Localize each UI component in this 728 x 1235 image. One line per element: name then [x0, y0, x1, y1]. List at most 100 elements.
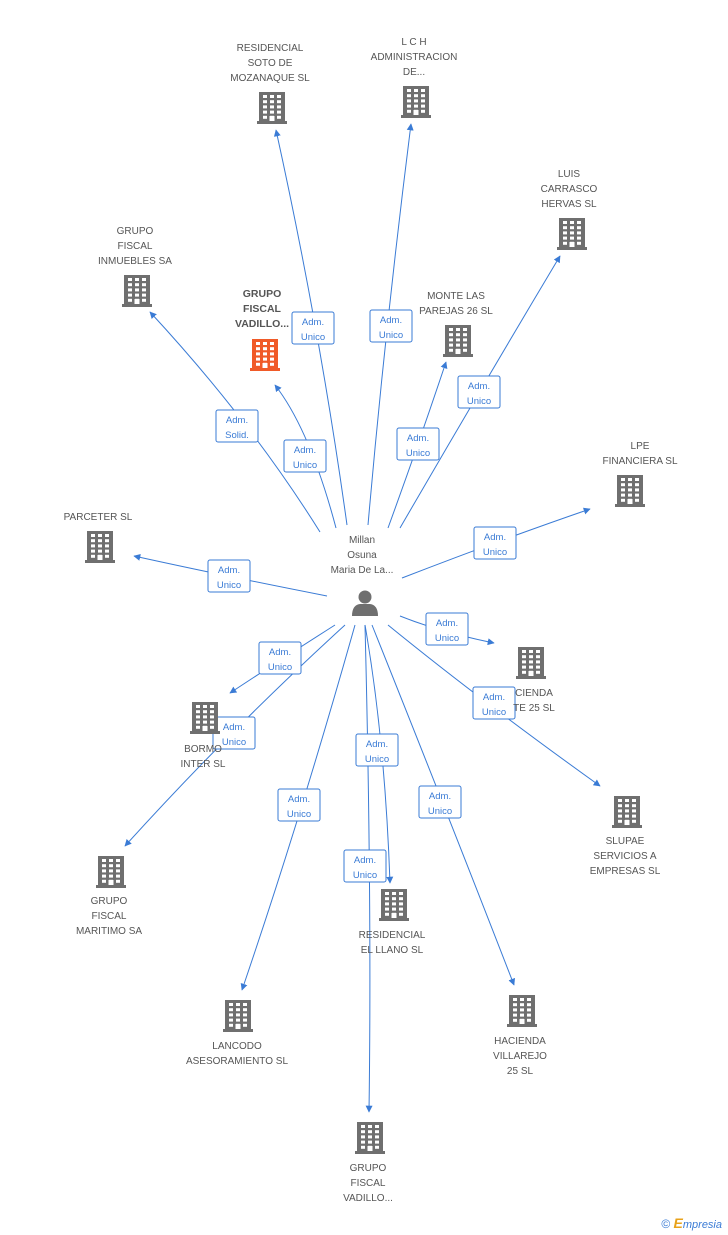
- svg-text:Adm.: Adm.: [288, 794, 310, 805]
- svg-text:Adm.: Adm.: [429, 791, 451, 802]
- svg-text:Adm.: Adm.: [354, 855, 376, 866]
- building-icon[interactable]: [401, 86, 431, 118]
- relation-label-parceter[interactable]: Adm. Unico: [207, 559, 251, 593]
- svg-text:Adm.: Adm.: [484, 532, 506, 543]
- svg-text:Adm.: Adm.: [218, 565, 240, 576]
- svg-text:Adm.: Adm.: [269, 647, 291, 658]
- relation-label-lpe-financiera[interactable]: Adm. Unico: [473, 526, 517, 560]
- relation-label-grupo-fiscal-inmuebles[interactable]: Adm. Solid.: [215, 409, 259, 443]
- relation-label-grupo-fiscal-vadillo-main[interactable]: Adm.Unico: [283, 439, 327, 473]
- building-icon[interactable]: [223, 1000, 253, 1032]
- svg-text:Unico: Unico: [353, 870, 377, 881]
- building-icon[interactable]: [96, 856, 126, 888]
- svg-text:Adm.: Adm.: [380, 315, 402, 326]
- relation-label-lancodo[interactable]: Adm.Unico: [277, 788, 321, 822]
- relation-label-residencial-soto[interactable]: Adm. Unico: [291, 311, 335, 345]
- svg-text:Unico: Unico: [222, 737, 246, 748]
- relation-label-hacienda-te[interactable]: Adm. Unico: [425, 612, 469, 646]
- building-icon[interactable]: [612, 796, 642, 828]
- svg-text:Solid.: Solid.: [225, 430, 249, 441]
- building-icon[interactable]: [443, 325, 473, 357]
- svg-text:Adm.: Adm.: [366, 739, 388, 750]
- edges-layer: [124, 123, 601, 1113]
- svg-text:Adm.: Adm.: [302, 317, 324, 328]
- svg-text:Unico: Unico: [379, 330, 403, 341]
- svg-text:Unico: Unico: [483, 547, 507, 558]
- relation-label-grupo-fiscal-vadillo-2[interactable]: Adm. Unico: [343, 849, 387, 883]
- building-icon[interactable]: [507, 995, 537, 1027]
- svg-text:Unico: Unico: [406, 448, 430, 459]
- svg-text:Adm.: Adm.: [436, 618, 458, 629]
- building-icon[interactable]: [615, 475, 645, 507]
- relation-label-residencial-el-llano[interactable]: Adm. Unico: [355, 733, 399, 767]
- copyright-symbol: ©: [661, 1217, 671, 1231]
- relation-label-lch[interactable]: Adm. Unico: [369, 309, 413, 343]
- svg-text:Adm.: Adm.: [468, 381, 490, 392]
- relation-label-slupae[interactable]: Adm. Unico: [472, 686, 516, 720]
- building-icon[interactable]: [355, 1122, 385, 1154]
- relation-label-hacienda-villarejo[interactable]: Adm. Unico: [418, 785, 462, 819]
- empresia-logo: Empresia: [673, 1215, 722, 1231]
- svg-text:Unico: Unico: [217, 580, 241, 591]
- svg-text:Unico: Unico: [301, 332, 325, 343]
- edge-labels-layer: Adm.UnicoAdm.UnicoAdm.UnicoAdm.Solid.Adm…: [207, 309, 517, 883]
- svg-text:Unico: Unico: [428, 806, 452, 817]
- company-node-parceter[interactable]: PARCETER SL: [64, 512, 133, 563]
- svg-text:Unico: Unico: [482, 707, 506, 718]
- svg-text:Unico: Unico: [293, 460, 317, 471]
- relation-label-monte-las-parejas[interactable]: Adm. Unico: [396, 427, 440, 461]
- svg-text:Unico: Unico: [435, 633, 459, 644]
- building-icon[interactable]: [379, 889, 409, 921]
- relation-label-bormo-inter[interactable]: Adm.Unico: [258, 641, 302, 675]
- svg-text:Adm.: Adm.: [407, 433, 429, 444]
- building-icon[interactable]: [85, 531, 115, 563]
- svg-text:Adm.: Adm.: [226, 415, 248, 426]
- relation-label-luis-carrasco[interactable]: Adm. Unico: [457, 375, 501, 409]
- person-icon: [352, 590, 378, 616]
- svg-text:Unico: Unico: [467, 396, 491, 407]
- building-icon[interactable]: [557, 218, 587, 250]
- building-icon[interactable]: [190, 702, 220, 734]
- building-icon[interactable]: [250, 339, 280, 371]
- company-label: PARCETER SL: [64, 512, 133, 523]
- edge-grupo-fiscal-vadillo-2: [364, 624, 373, 1113]
- building-icon[interactable]: [257, 92, 287, 124]
- svg-text:Adm.: Adm.: [483, 692, 505, 703]
- building-icon[interactable]: [516, 647, 546, 679]
- footer-brand[interactable]: © Empresia: [661, 1215, 722, 1231]
- svg-text:Unico: Unico: [365, 754, 389, 765]
- building-icon[interactable]: [122, 275, 152, 307]
